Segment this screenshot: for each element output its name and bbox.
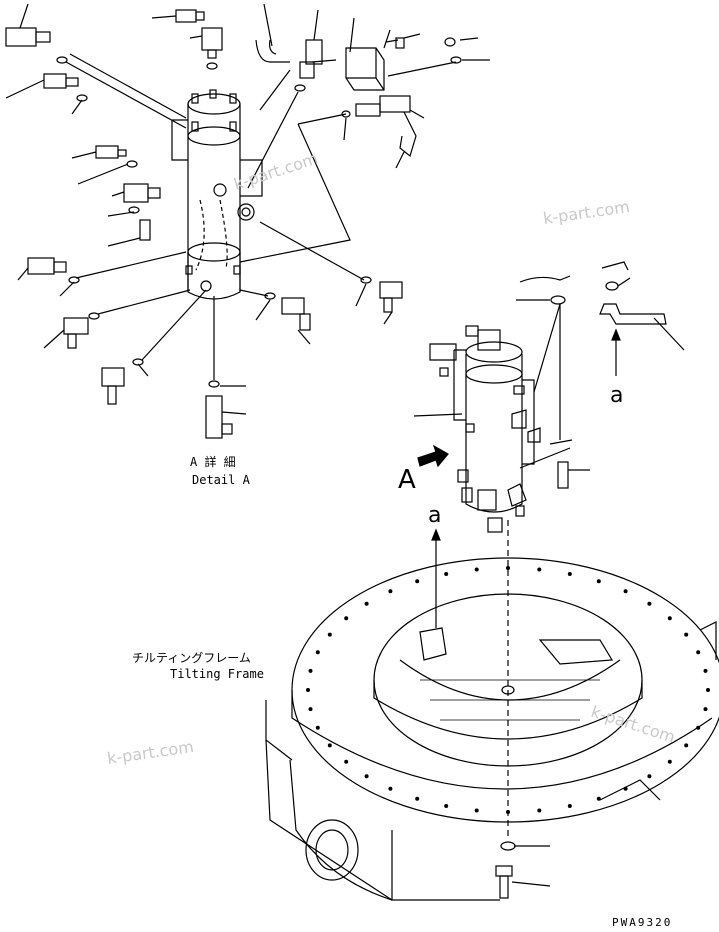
bolt-hole [308,668,313,673]
bolt-hole [327,743,332,748]
main-swivel-joint [413,325,590,533]
fitting-elbow-topleft [5,3,187,129]
frame-bolt-holes [306,566,710,814]
arrow-a-right [611,328,621,376]
bolt-hole [444,804,449,808]
view-arrow-a [417,444,449,468]
bolt-hole [474,567,479,572]
bolt-hole [315,725,320,730]
bolt-hole [308,707,313,712]
fitting-top-group [151,3,337,189]
bolt-hole [537,567,542,572]
drawing-code: PWA9320 [612,916,672,929]
bolt-hole [623,589,628,594]
bolt-hole [703,668,708,673]
fitting-elbow-left-bottom [43,289,191,349]
fitting-vertical-bottom [205,296,247,439]
fitting-elbow-right-mid [259,221,403,325]
bolt-hole [684,743,689,748]
washer-and-bracket [516,261,685,440]
bolt-hole [706,688,710,692]
bolt-hole [364,774,369,779]
fitting-elbow-right-low [239,289,311,345]
bolt-hole [567,804,572,808]
detail-a-swivel-joint [171,89,263,300]
bolt-hole [647,601,652,606]
bolt-hole [444,572,449,576]
bolt-hole [696,650,701,655]
bolt-hole [388,589,393,594]
bolt-hole [647,774,652,779]
watermark-4: k-part.com [589,702,678,747]
bolt-hole [703,707,708,712]
bolt-hole [596,796,601,801]
bolt-hole [696,725,701,730]
watermark-1: k-part.com [231,149,320,194]
bolt-hole [344,759,349,764]
bolt-hole [506,566,510,570]
arrow-a-center [419,528,447,661]
bolt-hole [506,810,510,814]
fitting-block-topright [239,17,490,263]
fitting-nipple-mid [71,145,138,185]
bolt-hole [537,808,542,813]
bolt-hole [415,579,420,584]
ref-label-right: a [610,383,623,408]
watermark-3: k-part.com [106,737,195,768]
watermark-2: k-part.com [542,197,631,228]
bolt-hole [327,632,332,637]
fitting-tee-mid [107,183,161,247]
bolt-hole [667,759,672,764]
fitting-elbow-left-lower [17,251,187,297]
bolt-hole [474,808,479,813]
tilting-frame [265,557,719,901]
bolt-hole [415,796,420,801]
fitting-adapter-left [5,73,88,115]
bolt-hole [567,572,572,576]
ref-label-center: a [428,503,441,528]
bolt-hole [364,601,369,606]
frame-label-jp: チルティングフレーム [132,651,251,665]
detail-label-en: Detail A [192,473,251,487]
bolt-hole [623,786,628,791]
detail-label-jp: A 詳 細 [190,454,236,469]
bolt-hole [315,650,320,655]
bolt-hole [306,688,310,692]
bolt-hole [344,616,349,621]
bolt-hole [388,786,393,791]
bottom-bolt [495,841,551,899]
bolt-hole [667,616,672,621]
fitting-elbow-bottom [101,289,207,405]
bolt-hole [596,579,601,584]
view-arrow-label: A [398,465,416,495]
frame-label-en: Tilting Frame [170,667,264,681]
bolt-hole [684,632,689,637]
